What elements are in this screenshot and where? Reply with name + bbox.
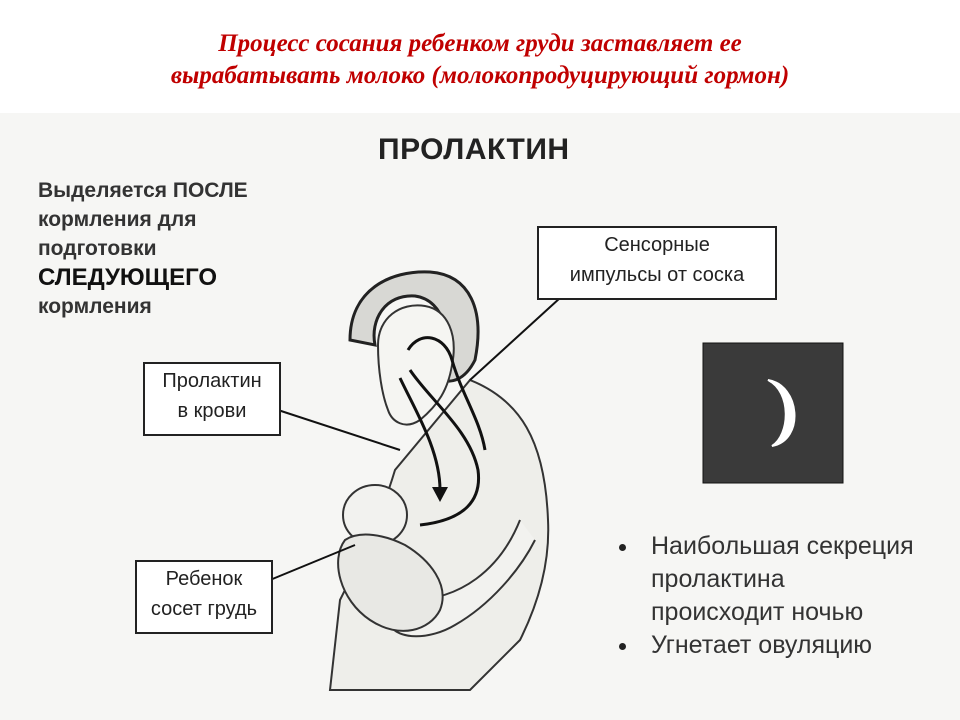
bullet-icon — [619, 643, 626, 650]
sensory-pathway — [408, 369, 481, 527]
sensory-callout-line-1: Сенсорные — [604, 234, 710, 256]
released-after-line-1: Выделяется ПОСЛЕ — [38, 179, 248, 202]
list-item: Наибольшая секреция пролактина происходи… — [615, 530, 955, 629]
baby-sucks-callout: Ребенок сосет грудь — [135, 560, 273, 634]
baby-callout-line-1: Ребенок — [165, 568, 243, 590]
slide-title: Процесс сосания ребенком груди заставляе… — [0, 28, 960, 92]
released-after-note: Выделяется ПОСЛЕ кормления для подготовк… — [38, 176, 358, 321]
sensory-leader-line — [469, 297, 561, 381]
released-after-line-2: кормления для — [38, 208, 197, 231]
fact-2: Угнетает овуляцию — [651, 631, 873, 659]
crescent-moon-icon — [767, 379, 796, 447]
fact-1-line-1: Наибольшая секреция — [651, 532, 914, 560]
pathway-arrowhead — [432, 487, 448, 502]
blood-callout-line-2: в крови — [177, 400, 247, 422]
slide-title-line-1: Процесс сосания ребенком груди заставляе… — [218, 30, 742, 57]
released-after-line-5: кормления — [38, 295, 152, 318]
mother-head — [376, 304, 455, 426]
slide-title-line-2: вырабатывать молоко (молокопродуцирующий… — [170, 62, 790, 89]
released-after-line-4: СЛЕДУЮЩЕГО — [38, 264, 218, 291]
blood-leader-line — [277, 409, 401, 451]
fact-1-line-3: происходит ночью — [651, 598, 864, 626]
prolactin-pathway — [398, 377, 442, 491]
sensory-callout-line-2: импульсы от соска — [569, 264, 745, 286]
bullet-icon — [619, 544, 626, 551]
released-after-line-3: подготовки — [38, 237, 157, 260]
list-item: Угнетает овуляцию — [615, 629, 955, 662]
baby-leader-line — [269, 544, 356, 581]
blood-callout-line-1: Пролактин — [162, 370, 262, 392]
mother-hair — [348, 270, 480, 383]
baby-blanket — [337, 533, 444, 632]
prolactin-facts-list: Наибольшая секреция пролактина происходи… — [615, 530, 955, 662]
fact-1-line-2: пролактина — [651, 565, 785, 593]
prolactin-heading: ПРОЛАКТИН — [378, 133, 570, 166]
baby-callout-line-2: сосет грудь — [150, 598, 258, 620]
prolactin-in-blood-callout: Пролактин в крови — [143, 362, 281, 436]
night-square — [702, 342, 844, 484]
brain-signal-arc — [406, 336, 487, 451]
sensory-impulses-callout: Сенсорные импульсы от соска — [537, 226, 777, 300]
